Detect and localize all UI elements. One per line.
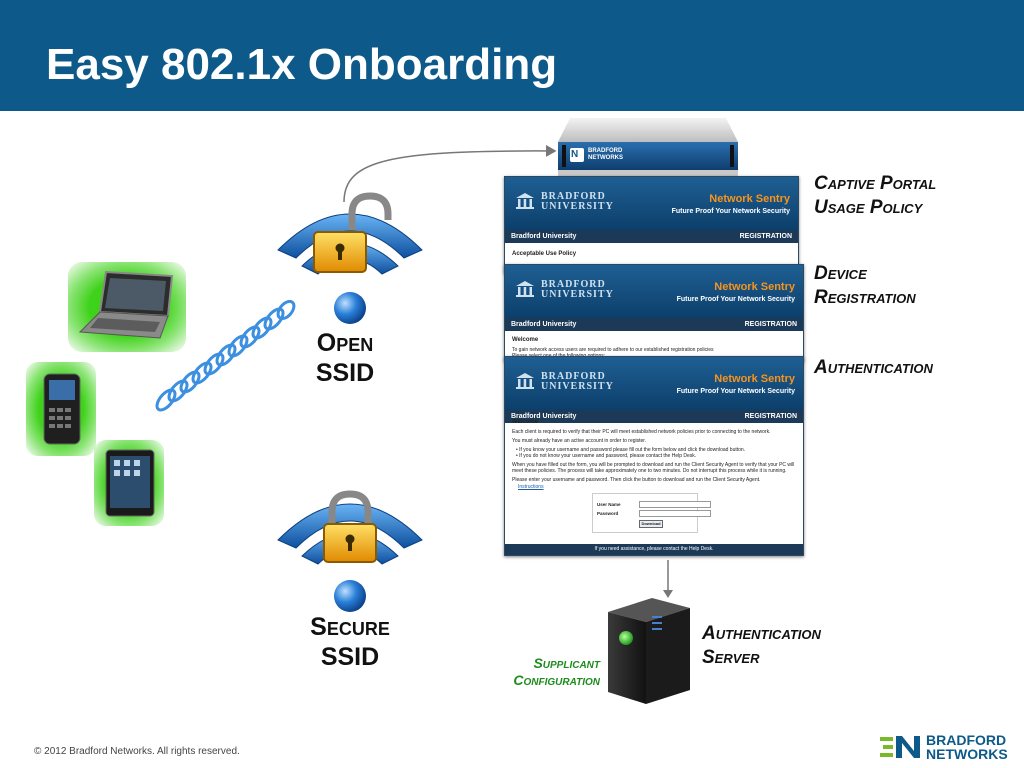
device-registration-caption-line1: Device — [814, 263, 867, 284]
captive-portal-caption: Captive Portal Usage Policy — [814, 172, 936, 220]
logo-line2: NETWORKS — [926, 746, 1008, 762]
auth-text-1: Each client is required to verify that t… — [512, 428, 771, 435]
down-arrow — [663, 560, 673, 598]
site-name: Bradford University — [511, 413, 577, 420]
open-ssid-label-line1: Open — [316, 329, 374, 357]
site-name: Bradford University — [511, 233, 577, 240]
auth-bullet-2: • If you do not know your username and p… — [516, 453, 697, 459]
product-title: Network Sentry — [709, 193, 790, 205]
laptop-device — [68, 262, 186, 352]
university-name: BRADFORD UNIVERSITY — [541, 280, 614, 300]
product-title: Network Sentry — [714, 281, 795, 293]
university-name-line1: BRADFORD — [541, 191, 606, 202]
password-field[interactable] — [639, 510, 711, 517]
slide-title: Easy 802.1x Onboarding — [46, 40, 558, 89]
portal-nav-bar: Bradford University REGISTRATION — [505, 410, 803, 423]
laptop-icon — [78, 270, 174, 339]
auth-text-4: Please enter your username and password.… — [512, 476, 761, 483]
registration-text: To gain network access users are require… — [512, 346, 714, 353]
portal-nav-bar: Bradford University REGISTRATION — [505, 318, 803, 331]
logo-wordmark: BRADFORD NETWORKS — [926, 733, 1008, 761]
portal-header — [505, 357, 803, 410]
auth-heading: Welcome — [512, 419, 539, 425]
portal-screen-device-registration: BRADFORD UNIVERSITY Network Sentry Futur… — [504, 264, 804, 362]
phone-device — [26, 362, 96, 456]
download-button[interactable]: Download — [639, 520, 663, 528]
secure-ssid-label: Secure SSID — [290, 612, 410, 672]
device-registration-caption: Device Registration — [814, 262, 916, 310]
supplicant-configuration-caption: Supplicant Configuration — [470, 655, 600, 689]
open-ssid-label-line2: SSID — [315, 359, 375, 387]
university-name-line1: BRADFORD — [541, 371, 606, 382]
appliance-brand: BRADFORD NETWORKS — [588, 148, 623, 162]
authentication-server-caption-line1: Authentication — [702, 623, 821, 644]
product-tagline: Future Proof Your Network Security — [671, 208, 790, 215]
authentication-server-caption-line2: Server — [702, 647, 760, 668]
portal-body: Welcome Each client is required to verif… — [512, 419, 796, 533]
auth-text-2: You must already have an active account … — [512, 438, 647, 444]
university-name-line1: BRADFORD — [541, 279, 606, 290]
university-building-icon — [516, 193, 534, 209]
bradford-networks-logo: BRADFORD NETWORKS — [880, 732, 1020, 762]
section-name: REGISTRATION — [739, 233, 792, 240]
university-name-line2: UNIVERSITY — [541, 289, 614, 300]
authentication-caption: Authentication — [814, 356, 933, 380]
university-name: BRADFORD UNIVERSITY — [541, 372, 614, 392]
smartphone-icon — [43, 373, 81, 445]
connector-arrow — [343, 144, 557, 203]
portal-body: Acceptable Use Policy — [512, 251, 791, 258]
appliance: N BRADFORD NETWORKS — [556, 118, 740, 178]
radio-wave-signal — [155, 300, 296, 412]
section-name: REGISTRATION — [744, 413, 797, 420]
authentication-caption-line1: Authentication — [814, 357, 933, 378]
portal-header — [505, 177, 798, 230]
product-title: Network Sentry — [714, 373, 795, 385]
usage-policy-heading: Acceptable Use Policy — [512, 251, 577, 257]
username-label: User Name — [597, 502, 621, 507]
open-ssid-label: Open SSID — [300, 328, 390, 388]
title-bar — [0, 0, 1024, 111]
auth-text-3: When you have filled out the form, you w… — [512, 461, 795, 475]
password-label: Password — [597, 511, 619, 516]
logo-line1: BRADFORD — [926, 732, 1007, 748]
portal-screen-usage-policy: BRADFORD UNIVERSITY Network Sentry Futur… — [504, 176, 799, 274]
auth-bullet-1: • If you know your username and password… — [516, 446, 746, 453]
portal-screen-authentication: BRADFORD UNIVERSITY Network Sentry Futur… — [504, 356, 804, 556]
university-building-icon — [516, 281, 534, 297]
appliance-brand-line2: NETWORKS — [588, 155, 623, 161]
supplicant-caption-line1: Supplicant — [533, 655, 600, 671]
appliance-brand-line1: BRADFORD — [588, 148, 623, 154]
secure-ssid-label-line2: SSID — [320, 643, 380, 671]
section-name: REGISTRATION — [744, 321, 797, 328]
portal-nav-bar: Bradford University REGISTRATION — [505, 230, 798, 243]
appliance-logo-icon: N — [570, 148, 584, 162]
wifi-open-icon — [277, 192, 423, 324]
tablet-device — [94, 440, 164, 526]
copyright-text: © 2012 Bradford Networks. All rights res… — [34, 746, 240, 757]
authentication-server-icon — [608, 598, 690, 704]
username-field[interactable] — [639, 501, 711, 508]
product-tagline: Future Proof Your Network Security — [676, 296, 795, 303]
product-tagline: Future Proof Your Network Security — [676, 388, 795, 395]
bn-logo-icon — [880, 736, 920, 758]
site-name: Bradford University — [511, 321, 577, 328]
university-name: BRADFORD UNIVERSITY — [541, 192, 614, 212]
wifi-secure-icon — [277, 490, 423, 612]
login-form: User Name Password Download — [592, 493, 711, 533]
authentication-server-caption: Authentication Server — [702, 622, 821, 670]
tablet-icon — [105, 449, 155, 517]
portal-header — [505, 265, 803, 318]
university-building-icon — [516, 373, 534, 389]
university-name-line2: UNIVERSITY — [541, 381, 614, 392]
captive-portal-caption-line2: Usage Policy — [814, 197, 923, 218]
secure-ssid-label-line1: Secure — [310, 613, 390, 641]
supplicant-caption-line2: Configuration — [513, 672, 600, 688]
registration-heading: Welcome — [512, 337, 539, 343]
device-registration-caption-line2: Registration — [814, 287, 916, 308]
captive-portal-caption-line1: Captive Portal — [814, 173, 937, 194]
university-name-line2: UNIVERSITY — [541, 201, 614, 212]
instructions-link[interactable]: Instructions — [518, 484, 544, 490]
portal-footer: If you need assistance, please contact t… — [505, 544, 803, 555]
